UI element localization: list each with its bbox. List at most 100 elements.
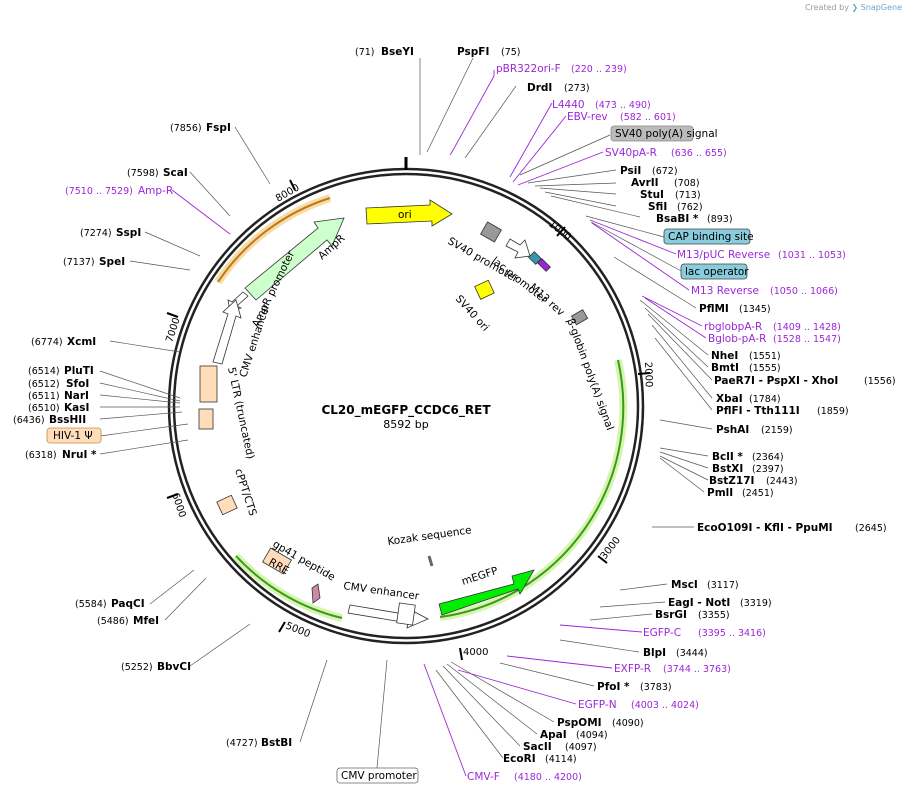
site-pos: (3319) <box>740 598 772 609</box>
primer-pos: (4003 .. 4024) <box>631 700 699 711</box>
site-name: FspI <box>206 122 231 134</box>
site-pos: (672) <box>652 166 678 177</box>
primer-labels: pBR322ori-F (220 .. 239) L4440 (473 .. 4… <box>65 63 846 783</box>
site-pos: (7598) <box>127 168 159 179</box>
cmv-enhancer-bottom-label: CMV enhancer <box>343 580 421 603</box>
cppt-label: cPPT/CTS <box>232 467 259 517</box>
kozak-label: Kozak sequence <box>387 524 473 548</box>
site-name: BsrGI <box>655 609 687 621</box>
site-name: SfiI <box>648 201 667 213</box>
site-name: XcmI <box>67 336 96 348</box>
site-pos: (1556) <box>864 376 896 387</box>
site-pos: (1551) <box>749 351 781 362</box>
primer-pos: (636 .. 655) <box>671 148 727 159</box>
site-pos: (71) <box>355 47 375 58</box>
site-name: NruI * <box>62 449 97 461</box>
site-pos: (5486) <box>97 616 129 627</box>
primer-name: SV40pA-R <box>605 147 657 159</box>
cmv-promoter-small-block <box>396 602 416 626</box>
credit-prefix: Created by <box>804 3 849 12</box>
cmv-promoter-box-label: CMV promoter <box>341 770 417 782</box>
cap-binding-box-label: CAP binding site <box>668 231 754 243</box>
hiv-psi-box-label: HIV-1 Ψ <box>53 430 93 442</box>
site-pos: (4094) <box>576 730 608 741</box>
primer-name: EGFP-N <box>578 699 617 711</box>
primer-name: CMV-F <box>467 771 500 783</box>
lac-operator-box-label: lac operator <box>685 266 749 278</box>
site-pos: (2159) <box>761 425 793 436</box>
cppt-block <box>216 494 238 516</box>
site-pos: (1555) <box>749 363 781 374</box>
ltr-label: 5' LTR (truncated) <box>225 366 256 460</box>
primer-name: M13 Reverse <box>691 285 759 297</box>
site-name: PflMI <box>699 303 729 315</box>
primer-name: pBR322ori-F <box>496 63 561 75</box>
site-pos: (713) <box>675 190 701 201</box>
primer-pos: (3744 .. 3763) <box>663 664 731 675</box>
site-pos: (7856) <box>170 123 202 134</box>
site-name: BmtI <box>711 362 739 374</box>
site-name: EcoO109I - KflI - PpuMI <box>697 522 833 534</box>
site-name: PluTI <box>64 365 94 377</box>
site-pos: (6511) <box>28 391 60 402</box>
tick-label: 1000 <box>546 219 573 243</box>
site-pos: (7137) <box>63 257 95 268</box>
lac-promoter-arrow <box>505 238 531 259</box>
primer-name: rbglobpA-R <box>704 321 762 333</box>
site-name: PshAI <box>716 424 749 436</box>
site-pos: (1859) <box>817 406 849 417</box>
site-pos: (6436) <box>13 415 45 426</box>
tick-label: 5000 <box>284 621 312 641</box>
site-pos: (708) <box>674 178 700 189</box>
site-name: BlpI <box>643 647 666 659</box>
site-name: PsiI <box>620 165 641 177</box>
site-name: NheI <box>711 350 738 362</box>
restriction-site-labels: (71) BseYI PspFI (75) DrdI (273) PsiI (6… <box>13 46 896 765</box>
site-pos: (2397) <box>752 464 784 475</box>
site-name: AvrII <box>631 177 659 189</box>
gp41-arrow <box>311 583 321 604</box>
primer-pos: (220 .. 239) <box>571 64 627 75</box>
site-name: SpeI <box>99 256 125 268</box>
site-name: PaqCI <box>111 598 145 610</box>
m13-rev-label: M13 rev <box>527 281 567 318</box>
site-name: EagI - NotI <box>668 597 730 609</box>
cmv-enhancer-arrow-bottom <box>347 604 429 629</box>
bglobin-block <box>570 309 589 326</box>
primer-pos: (473 .. 490) <box>595 100 651 111</box>
site-name: BseYI <box>381 46 414 58</box>
site-pos: (4114) <box>545 754 577 765</box>
site-name: ApaI <box>540 729 567 741</box>
site-name: BstXI <box>712 463 743 475</box>
primer-pos: (4180 .. 4200) <box>514 772 582 783</box>
site-name: BbvCI <box>157 661 191 673</box>
boxed-labels: SV40 poly(A) signal CAP binding site lac… <box>46 125 754 784</box>
ori-arrow <box>365 199 453 227</box>
sv40-ori-block <box>474 279 495 300</box>
primer-name: EXFP-R <box>614 663 651 675</box>
site-name: PmlI <box>707 487 733 499</box>
primer-pos: (1050 .. 1066) <box>770 286 838 297</box>
bglobin-label: β-globin poly(A) signal <box>564 317 616 432</box>
primer-name: Amp-R <box>138 185 173 197</box>
primer-pos: (7510 .. 7529) <box>65 186 133 197</box>
site-name: SacII <box>523 741 552 753</box>
box-connectors <box>99 134 684 769</box>
site-pos: (6514) <box>28 366 60 377</box>
ltr-block <box>199 365 218 403</box>
site-name: PspFI <box>457 46 489 58</box>
credit-line: Created by ❯ SnapGene <box>805 3 902 12</box>
cmv-enhancer-arrow-top <box>212 299 242 365</box>
site-name: XbaI <box>716 393 743 405</box>
site-name: SfoI <box>66 378 89 390</box>
ori-label: ori <box>398 209 412 221</box>
primer-pos: (1031 .. 1053) <box>778 250 846 261</box>
site-pos: (6512) <box>28 379 60 390</box>
site-pos: (2451) <box>742 488 774 499</box>
primer-pos: (3395 .. 3416) <box>698 628 766 639</box>
site-name: PaeR7I - PspXI - XhoI <box>714 375 838 387</box>
site-pos: (1784) <box>749 394 781 405</box>
site-name: MscI <box>671 579 698 591</box>
